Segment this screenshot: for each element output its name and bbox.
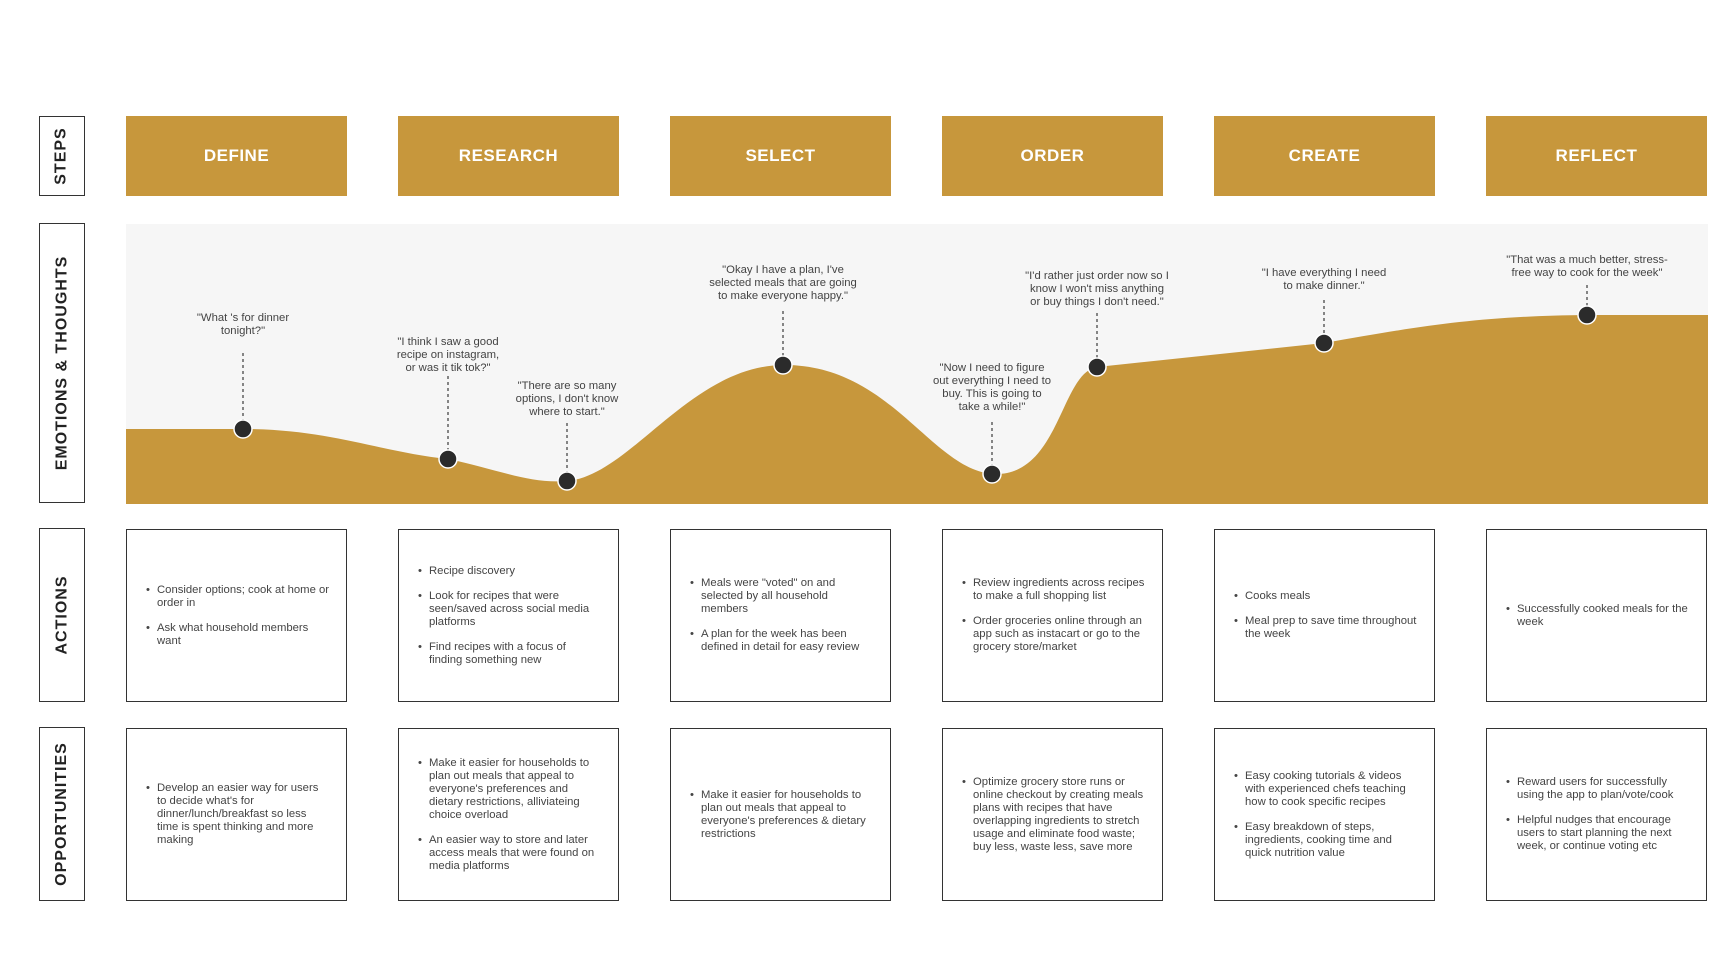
thought-quote-figure-out: "Now I need to figure out everything I n… bbox=[932, 362, 1052, 413]
row-label-actions: ACTIONS bbox=[39, 528, 85, 702]
actions-card-select: Meals were "voted" on and selected by al… bbox=[670, 529, 891, 702]
action-item: Ask what household members want bbox=[146, 622, 330, 648]
opportunities-card-research: Make it easier for households to plan ou… bbox=[398, 728, 619, 901]
emotion-point bbox=[557, 471, 577, 491]
action-item: Look for recipes that were seen/saved ac… bbox=[418, 590, 602, 629]
step-reflect: REFLECT bbox=[1486, 116, 1707, 196]
row-label-emotions: EMOTIONS & THOUGHTS bbox=[39, 223, 85, 503]
opportunities-card-order: Optimize grocery store runs or online ch… bbox=[942, 728, 1163, 901]
thought-quote-options: "There are so many options, I don't know… bbox=[515, 380, 619, 418]
opportunity-item: Make it easier for households to plan ou… bbox=[418, 757, 602, 822]
emotion-point bbox=[438, 449, 458, 469]
action-item: Cooks meals bbox=[1234, 590, 1418, 603]
action-item: Review ingredients across recipes to mak… bbox=[962, 577, 1146, 603]
opportunity-item: Make it easier for households to plan ou… bbox=[690, 789, 874, 841]
opportunity-item: An easier way to store and later access … bbox=[418, 834, 602, 873]
action-item: Meal prep to save time throughout the we… bbox=[1234, 615, 1418, 641]
action-item: Successfully cooked meals for the week bbox=[1506, 603, 1690, 629]
emotion-point bbox=[773, 355, 793, 375]
thought-quote-order: "I'd rather just order now so I know I w… bbox=[1025, 270, 1169, 308]
actions-card-order: Review ingredients across recipes to mak… bbox=[942, 529, 1163, 702]
opportunity-item: Easy cooking tutorials & videos with exp… bbox=[1234, 770, 1418, 809]
opportunity-item: Helpful nudges that encourage users to s… bbox=[1506, 814, 1690, 853]
emotion-point bbox=[1087, 357, 1107, 377]
step-select: SELECT bbox=[670, 116, 891, 196]
emotion-point bbox=[233, 419, 253, 439]
opportunity-item: Easy breakdown of steps, ingredients, co… bbox=[1234, 821, 1418, 860]
thought-quote-research: "I think I saw a good recipe on instagra… bbox=[396, 336, 500, 374]
thought-quote-define: "What 's for dinner tonight?" bbox=[196, 312, 290, 337]
emotion-curve-area bbox=[126, 315, 1708, 504]
opportunities-card-select: Make it easier for households to plan ou… bbox=[670, 728, 891, 901]
opportunities-card-reflect: Reward users for successfully using the … bbox=[1486, 728, 1707, 901]
actions-card-research: Recipe discovery Look for recipes that w… bbox=[398, 529, 619, 702]
emotion-point bbox=[1314, 333, 1334, 353]
actions-card-create: Cooks meals Meal prep to save time throu… bbox=[1214, 529, 1435, 702]
emotion-point bbox=[1577, 305, 1597, 325]
step-create: CREATE bbox=[1214, 116, 1435, 196]
opportunity-item: Develop an easier way for users to decid… bbox=[146, 782, 330, 847]
step-research: RESEARCH bbox=[398, 116, 619, 196]
actions-card-reflect: Successfully cooked meals for the week bbox=[1486, 529, 1707, 702]
emotion-point bbox=[982, 464, 1002, 484]
opportunity-item: Optimize grocery store runs or online ch… bbox=[962, 776, 1146, 854]
action-item: Find recipes with a focus of finding som… bbox=[418, 641, 602, 667]
action-item: Consider options; cook at home or order … bbox=[146, 584, 330, 610]
opportunity-item: Reward users for successfully using the … bbox=[1506, 776, 1690, 802]
opportunities-card-create: Easy cooking tutorials & videos with exp… bbox=[1214, 728, 1435, 901]
opportunities-card-define: Develop an easier way for users to decid… bbox=[126, 728, 347, 901]
row-label-steps: STEPS bbox=[39, 116, 85, 196]
action-item: Order groceries online through an app su… bbox=[962, 615, 1146, 654]
thought-quote-select: "Okay I have a plan, I've selected meals… bbox=[709, 264, 857, 302]
action-item: Meals were "voted" on and selected by al… bbox=[690, 577, 874, 616]
action-item: Recipe discovery bbox=[418, 565, 602, 578]
step-define: DEFINE bbox=[126, 116, 347, 196]
thought-quote-create: "I have everything I need to make dinner… bbox=[1261, 267, 1387, 292]
thought-quote-reflect: "That was a much better, stress- free wa… bbox=[1506, 254, 1668, 279]
row-label-opportunities: OPPORTUNITIES bbox=[39, 727, 85, 901]
actions-card-define: Consider options; cook at home or order … bbox=[126, 529, 347, 702]
action-item: A plan for the week has been defined in … bbox=[690, 628, 874, 654]
step-order: ORDER bbox=[942, 116, 1163, 196]
